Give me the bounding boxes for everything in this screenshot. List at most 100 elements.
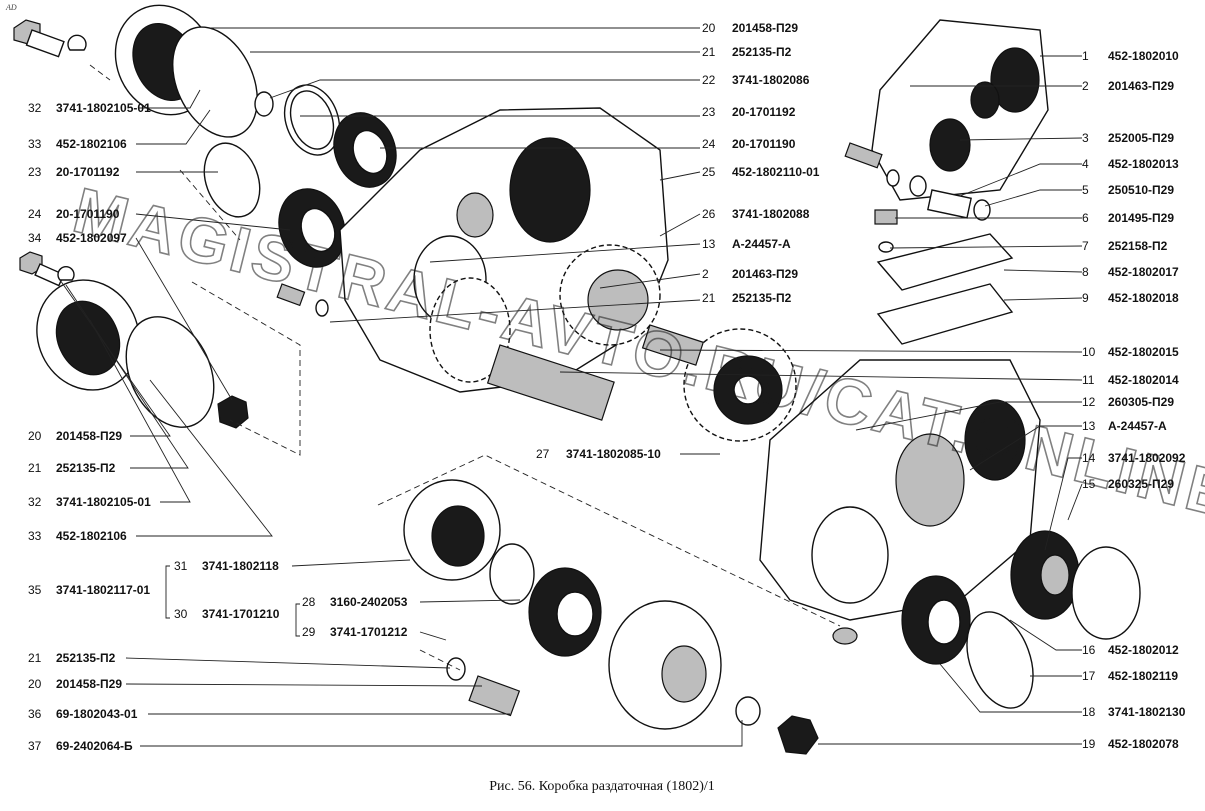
callout-number: 13 [1082,419,1096,433]
snap-rings-top [254,84,341,156]
callout-number: 36 [28,707,42,721]
callout-number: 29 [302,625,316,639]
part-code: 201495-П29 [1108,211,1174,225]
callout-number: 31 [174,559,188,573]
left-rings [203,142,346,268]
leader-line [969,425,1082,471]
corner-mark: AD [5,3,17,12]
part-code: 452-1802097 [56,231,127,245]
leader-line [984,189,1082,207]
housing-right [759,359,1041,621]
leader-line [559,371,1083,381]
callout-21: 21 252135-П2 [250,45,792,59]
part-code: 3741-1802118 [202,559,279,573]
right-bearings [832,530,1141,709]
part-code: 201458-П29 [732,21,798,35]
leader-line [65,284,189,469]
part-code: 201458-П29 [56,677,122,691]
callout-9: 9 452-1802018 [1003,291,1179,305]
leader-line [939,663,1082,713]
callout-number: 4 [1082,157,1089,171]
bottom-group [403,479,761,730]
callout-32: 32 3741-1802105-01 [28,319,191,509]
callout-number: 26 [702,207,716,221]
part-code: 252005-П29 [1108,131,1174,145]
callout-number: 3 [1082,131,1089,145]
part-code: 252135-П2 [732,45,792,59]
leader-line [136,109,211,145]
leader-line [89,319,191,503]
callout-number: 30 [174,607,188,621]
leader-line [959,163,1082,197]
leader-line [136,379,273,537]
part-code: 452-1802119 [1108,669,1178,683]
callout-number: 19 [1082,737,1096,751]
callout-number: 6 [1082,211,1089,225]
leader-line [329,299,701,323]
leader-line [419,599,521,603]
part-code: 452-1802017 [1108,265,1179,279]
callout-number: 23 [702,105,716,119]
part-code: 250510-П29 [1108,183,1174,197]
bearing-top [333,112,397,188]
callout-number: 15 [1082,477,1096,491]
leader-line [125,657,451,669]
leader-line [291,559,411,567]
part-code: 452-1802014 [1108,373,1179,387]
callout-number: 10 [1082,345,1096,359]
part-code: 260325-П29 [1108,477,1174,491]
callout-number: 21 [28,651,42,665]
assembly-lines [89,64,841,671]
leader-line [1003,269,1083,273]
callout-number: 35 [28,583,42,597]
part-code: 452-1802110-01 [732,165,820,179]
part-code: 3741-1802088 [732,207,810,221]
callout-number: 37 [28,739,42,753]
part-code: 20-1701190 [56,207,120,221]
callout-number: 34 [28,231,42,245]
group-bracket-inner [295,603,300,637]
part-code: 20-1701192 [732,105,796,119]
leader-line [1003,297,1083,301]
leader-line [659,213,701,237]
callout-number: 24 [702,137,716,151]
callout-number: 2 [702,267,709,281]
callout-10: 10 452-1802015 [659,345,1179,359]
nut-19 [777,715,819,755]
part-code: 452-1802018 [1108,291,1179,305]
callout-number: 21 [702,45,716,59]
part-code: 3741-1802130 [1108,705,1186,719]
part-code: 452-1802015 [1108,345,1179,359]
callout-number: 33 [28,137,42,151]
part-code: 3741-1802105-01 [56,495,151,509]
callout-number: 9 [1082,291,1089,305]
bolt-top-left [13,19,87,58]
callout-number: 21 [28,461,42,475]
leader-line [599,273,701,289]
part-code: 20-1701192 [56,165,120,179]
part-code: 3741-1802092 [1108,451,1186,465]
callout-number: 32 [28,495,42,509]
part-code: 3741-1802105-01 [56,101,151,115]
callout-number: 32 [28,101,42,115]
leader-line [135,237,233,401]
leader-line [125,683,483,687]
